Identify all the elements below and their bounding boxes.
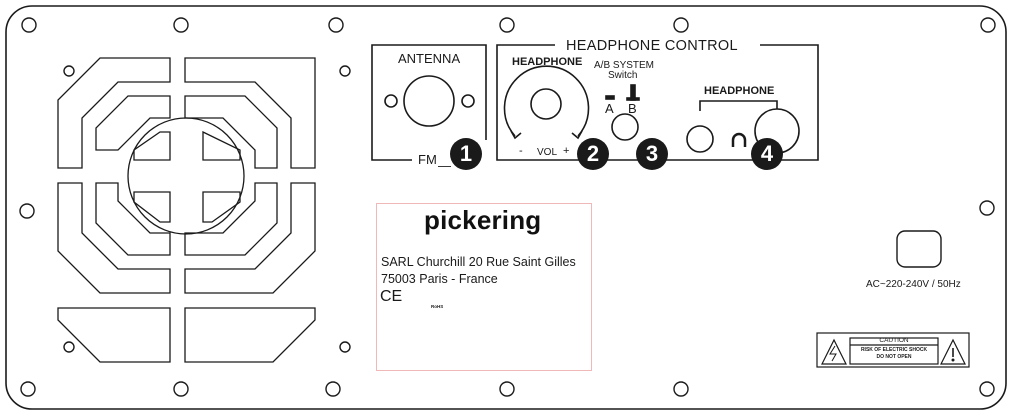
switch-label: Switch <box>608 70 638 81</box>
vol-label: VOL <box>537 147 558 158</box>
screw-icon <box>339 65 351 77</box>
power-inlet <box>896 230 942 268</box>
antenna-socket <box>403 75 455 127</box>
headphone-jack-small <box>686 125 714 153</box>
headphone-volume-knob <box>530 88 562 120</box>
vol-minus: - <box>519 145 523 157</box>
screw-icon <box>499 381 515 397</box>
volume-dial-arc <box>503 65 590 137</box>
caution-sticker <box>816 332 970 368</box>
antenna-mount-hole <box>384 94 398 108</box>
screw-icon <box>673 17 689 33</box>
screw-icon <box>499 17 515 33</box>
ab-switch-knob <box>611 113 639 141</box>
switch-a-symbol <box>605 95 615 100</box>
screw-icon <box>20 381 36 397</box>
screw-icon <box>339 341 351 353</box>
address-line-2: 75003 Paris - France <box>381 272 498 286</box>
fm-dash: — <box>438 158 451 173</box>
caution-line-1: RISK OF ELECTRIC SHOCK <box>860 347 928 353</box>
caution-title: CAUTION <box>879 337 909 344</box>
headphone-jack-label: HEADPHONE <box>704 85 775 97</box>
caution-line-2: DO NOT OPEN <box>876 354 912 360</box>
screw-icon <box>980 17 996 33</box>
screw-icon <box>673 381 689 397</box>
callout-3: 3 <box>636 138 668 170</box>
power-rating: AC~220-240V / 50Hz <box>866 279 961 290</box>
screw-icon <box>19 203 35 219</box>
callout-2: 2 <box>577 138 609 170</box>
exclamation-warning-icon <box>940 338 966 365</box>
antenna-box <box>371 44 487 161</box>
screw-icon <box>63 341 75 353</box>
callout-4: 4 <box>751 138 783 170</box>
rohs-label: RoHS <box>431 304 444 309</box>
screw-icon <box>979 381 995 397</box>
screw-icon <box>21 17 37 33</box>
headphone-icon <box>731 132 747 147</box>
vol-plus: + <box>563 145 570 157</box>
lightning-warning-icon <box>821 338 847 365</box>
screw-icon <box>173 381 189 397</box>
antenna-mount-hole <box>461 94 475 108</box>
screw-icon <box>173 17 189 33</box>
screw-icon <box>63 65 75 77</box>
switch-b-label: B <box>628 101 637 116</box>
label-sticker <box>376 203 592 371</box>
switch-a-label: A <box>605 101 614 116</box>
screw-icon <box>328 17 344 33</box>
fan-grille-icon <box>57 57 316 363</box>
screw-icon <box>325 381 341 397</box>
fm-label: FM <box>418 152 437 167</box>
headphone-control-title: HEADPHONE CONTROL <box>566 38 738 54</box>
antenna-label: ANTENNA <box>398 51 461 66</box>
screw-icon <box>979 200 995 216</box>
address-line-1: SARL Churchill 20 Rue Saint Gilles <box>381 255 576 269</box>
headphone-knob-label: HEADPHONE <box>512 56 583 68</box>
callout-1: 1 <box>450 138 482 170</box>
ce-mark: CE <box>380 288 403 305</box>
brand-logo: pickering <box>424 205 542 235</box>
ab-system-label: A/B SYSTEM <box>594 60 655 71</box>
